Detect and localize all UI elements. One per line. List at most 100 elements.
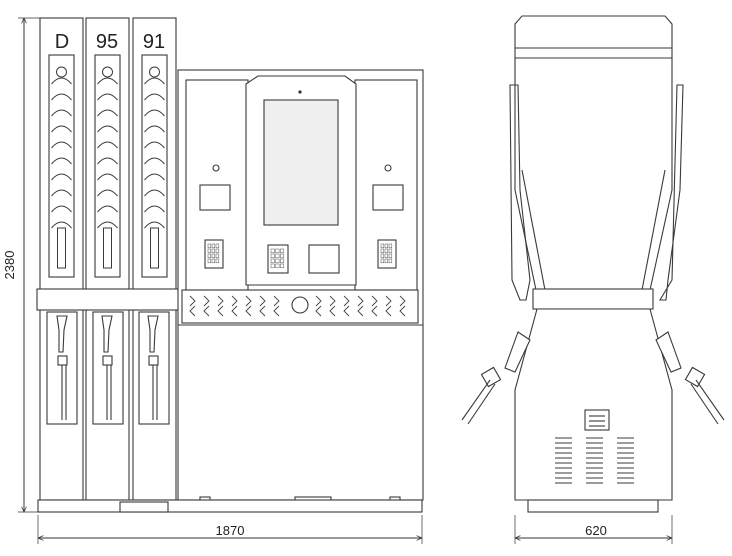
hose-loop	[97, 221, 118, 229]
keypad-key	[380, 243, 385, 249]
hose-loop	[144, 125, 165, 133]
side-nozzle-left-icon	[461, 331, 531, 425]
keypad-key	[211, 258, 216, 264]
chevron-mark	[343, 295, 350, 307]
chevron-mark	[315, 305, 322, 317]
hose-loop	[144, 141, 165, 149]
keypad-key	[280, 253, 285, 259]
hose-loop	[97, 157, 118, 165]
chevron-mark	[371, 305, 378, 317]
center-badge	[291, 296, 309, 314]
front-view: D 95 91	[36, 17, 424, 513]
keypad-key	[270, 253, 275, 259]
hose-loop	[51, 93, 72, 101]
grade-label-95: 95	[96, 31, 118, 53]
rating-plate	[584, 409, 610, 431]
chevron-mark	[203, 305, 210, 317]
chevron-mark	[357, 295, 364, 307]
hose-loops	[51, 66, 165, 269]
chevron-mark	[231, 305, 238, 317]
hose-loop	[51, 109, 72, 117]
keypad-key	[207, 243, 212, 249]
chevron-mark	[245, 305, 252, 317]
grade-label-91: 91	[143, 31, 165, 53]
chevron-mark	[245, 295, 252, 307]
keypad-key	[380, 248, 385, 254]
keypad-key	[388, 248, 393, 254]
keypad-key	[275, 253, 280, 259]
hose-loop	[97, 109, 118, 117]
chevron-mark	[217, 295, 224, 307]
chevron-mark	[231, 295, 238, 307]
nozzle-icon-3	[147, 315, 159, 420]
chevron-mark	[203, 295, 210, 307]
dimension-side-width-label: 620	[585, 523, 607, 538]
hose-loop	[144, 93, 165, 101]
hose-loop	[51, 125, 72, 133]
hose-loop	[144, 205, 165, 213]
nozzle-shelf	[36, 288, 181, 311]
dimension-front-width-label: 1870	[216, 523, 245, 538]
chevron-mark	[329, 305, 336, 317]
chevron-mark	[273, 295, 280, 307]
chevron-pattern	[189, 295, 406, 317]
valve-icon	[149, 66, 160, 78]
keypad-grids	[207, 243, 393, 269]
hose-loop	[144, 173, 165, 181]
hose-loop	[144, 109, 165, 117]
hose-loop	[51, 221, 72, 229]
dimension-lines	[18, 18, 672, 544]
side-band	[532, 288, 654, 310]
chevron-mark	[315, 295, 322, 307]
chevron-mark	[273, 305, 280, 317]
hose-loop	[144, 189, 165, 197]
valve-icon	[56, 66, 67, 78]
chevron-mark	[385, 305, 392, 317]
keypad-key	[211, 248, 216, 254]
chevron-mark	[343, 305, 350, 317]
keypad-key	[380, 253, 385, 259]
keypad-key	[280, 258, 285, 264]
chevron-mark	[259, 295, 266, 307]
side-view	[461, 15, 725, 513]
hose-loop	[97, 205, 118, 213]
display-right	[372, 184, 404, 211]
hose-loop	[144, 157, 165, 165]
keypad-key	[215, 258, 220, 264]
keypad-key	[275, 248, 280, 254]
hose-loop	[51, 157, 72, 165]
keypad-key	[207, 258, 212, 264]
keypad-key	[384, 258, 389, 264]
hose-loop	[97, 77, 118, 85]
hose-loop	[97, 93, 118, 101]
keypad-key	[384, 253, 389, 259]
hose-loop	[97, 189, 118, 197]
hose-end	[150, 227, 159, 269]
hose-loop	[51, 141, 72, 149]
keypad-key	[215, 248, 220, 254]
keypad-key	[380, 258, 385, 264]
hose-end	[103, 227, 112, 269]
keypad-key	[388, 253, 393, 259]
hose-loop	[51, 205, 72, 213]
hose-loop	[51, 173, 72, 181]
chevron-mark	[189, 305, 196, 317]
base-plinth	[37, 499, 423, 513]
side-base	[527, 499, 659, 513]
side-lower-cabinet	[514, 308, 673, 501]
keypad-key	[388, 243, 393, 249]
hose-end	[57, 227, 66, 269]
hose-loop	[97, 173, 118, 181]
keypad-key	[215, 243, 220, 249]
dimension-height-label: 2380	[2, 251, 17, 280]
hose-loop	[51, 189, 72, 197]
keypad-key	[211, 253, 216, 259]
hose-loop	[144, 221, 165, 229]
keypad-key	[280, 248, 285, 254]
chevron-mark	[385, 295, 392, 307]
keypad-key	[280, 263, 285, 269]
keypad-key	[207, 248, 212, 254]
side-top-housing	[514, 15, 673, 59]
